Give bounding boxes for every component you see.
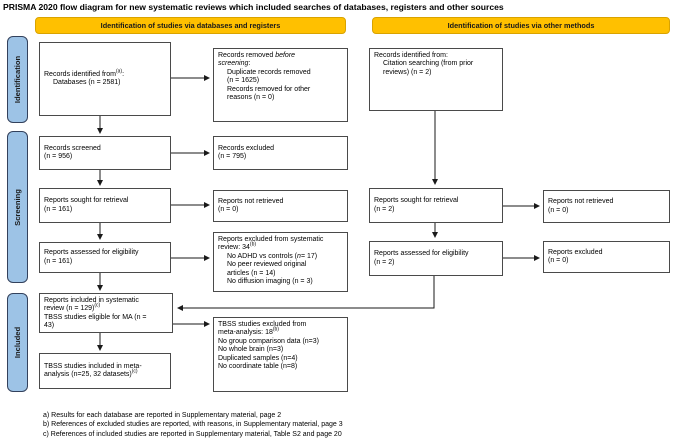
header-databases-registers: Identification of studies via databases … [35,17,346,34]
stage-included: Included [7,293,28,392]
arrow-assessed-other-to-included [177,276,435,311]
box-reports-assessed-eligibility: Reports assessed for eligibility(n = 161… [39,242,171,273]
stage-screening: Screening [7,131,28,283]
footnote-c: c) References of included studies are re… [43,430,342,438]
box-reports-sought-retrieval: Reports sought for retrieval(n = 161) [39,188,171,223]
header-other-methods: Identification of studies via other meth… [372,17,670,34]
box-reports-excluded-other: Reports excluded(n = 0) [543,241,670,273]
box-records-screened: Records screened(n = 956) [39,136,171,170]
box-tbss-included-meta-analysis: TBSS studies included in meta-analysis (… [39,353,171,389]
box-reports-assessed-eligibility-other: Reports assessed for eligibility(n = 2) [369,241,503,276]
box-records-identified-other: Records identified from:Citation searchi… [369,48,503,111]
footnotes: a) Results for each database are reporte… [43,411,343,439]
footnote-b: b) References of excluded studies are re… [43,421,343,429]
stage-identification: Identification [7,36,28,123]
box-reports-sought-retrieval-other: Reports sought for retrieval(n = 2) [369,188,503,223]
box-reports-not-retrieved-other: Reports not retrieved(n = 0) [543,190,670,223]
footnote-a: a) Results for each database are reporte… [43,412,282,419]
box-records-excluded: Records excluded(n = 795) [213,136,348,170]
box-records-identified-databases: Records identified from(a):Databases (n … [39,42,171,116]
box-reports-not-retrieved: Reports not retrieved(n = 0) [213,190,348,222]
page-title: PRISMA 2020 flow diagram for new systema… [3,2,504,12]
